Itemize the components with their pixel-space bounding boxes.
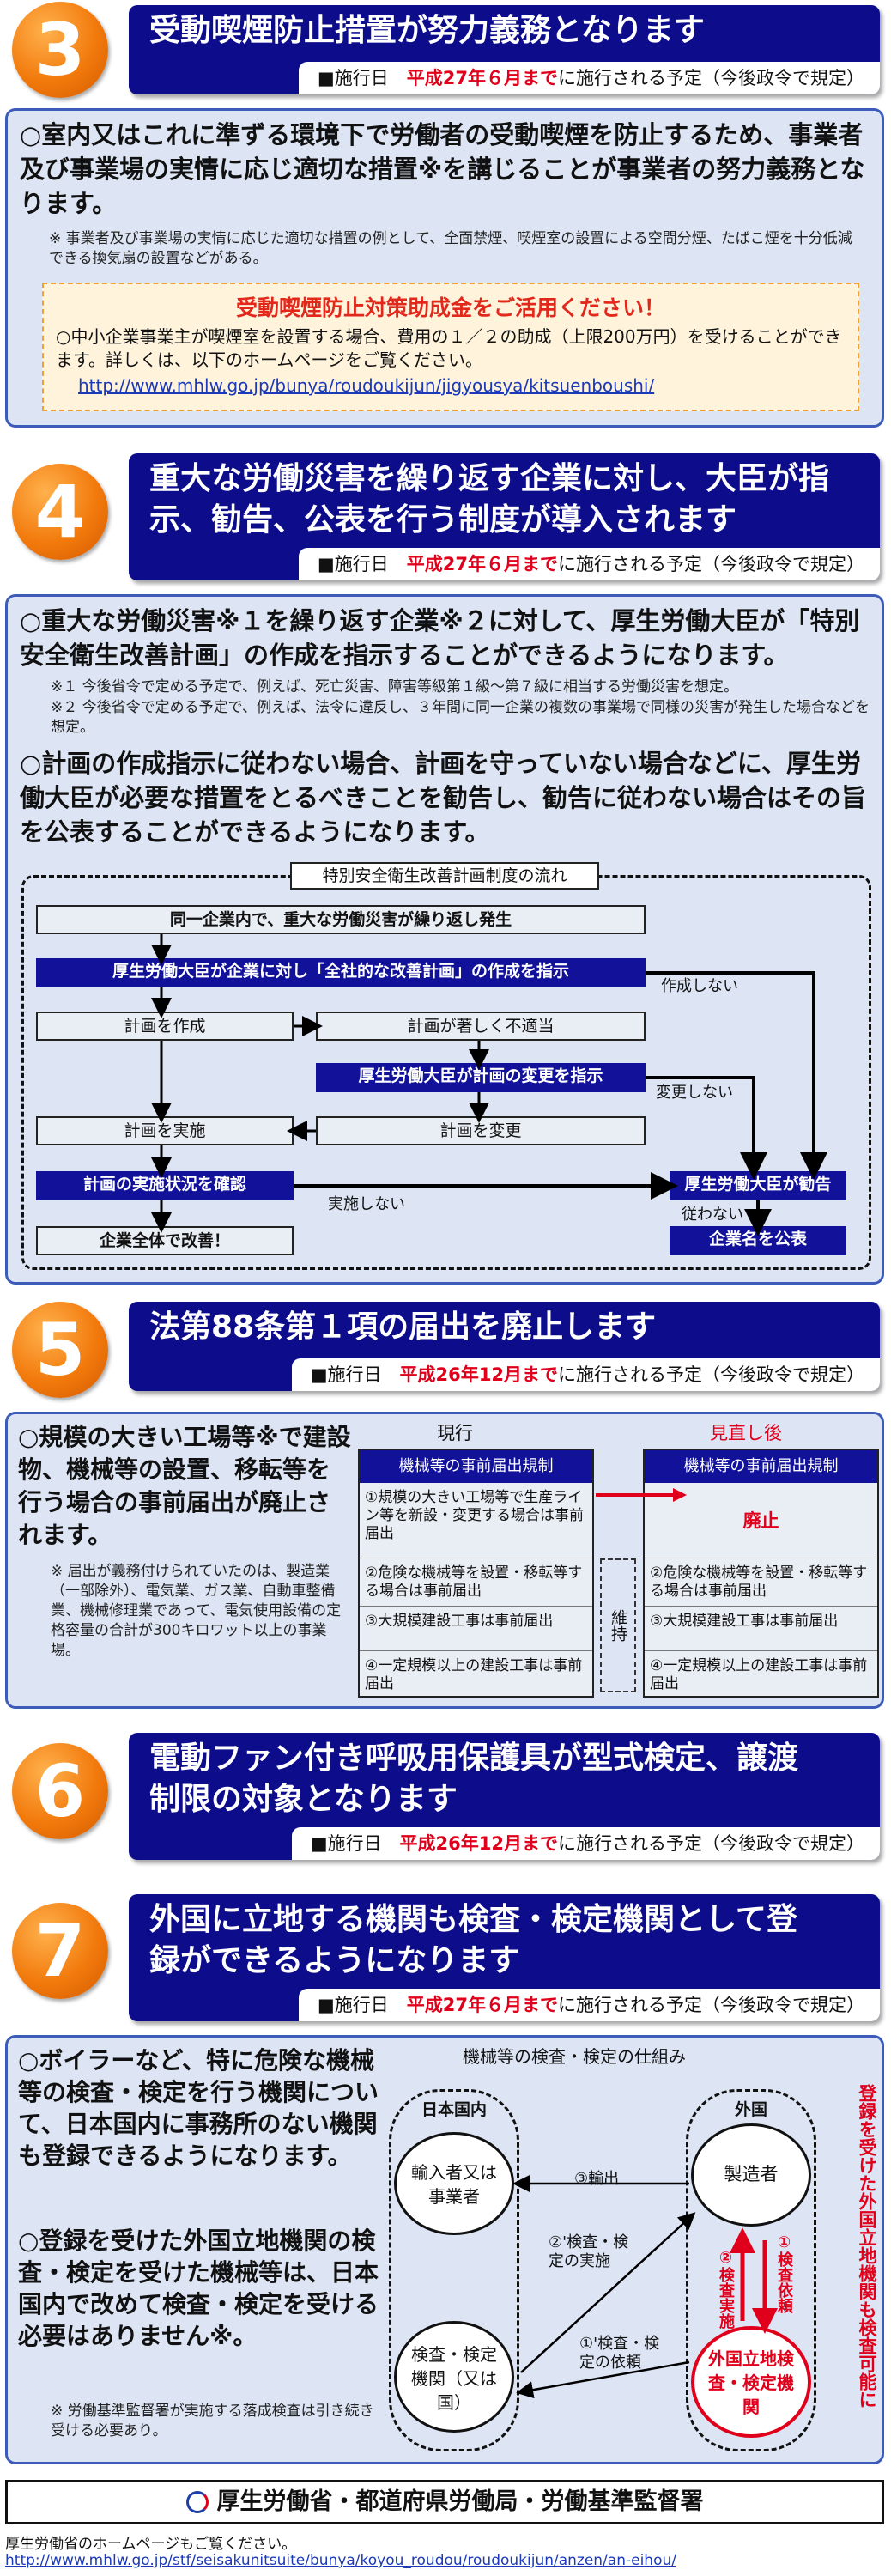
inspector-node: 検査・検定機関（又は国） — [394, 2321, 514, 2433]
flow-b5: 厚生労働大臣が計画の変更を指示 — [316, 1063, 646, 1092]
section-3-title: 受動喫煙防止措置が努力義務となります — [149, 13, 705, 48]
revised-label: 見直し後 — [710, 1423, 782, 1443]
subsidy-title: 受動喫煙防止対策助成金をご活用ください！ — [235, 295, 665, 320]
ministry-logo — [185, 2491, 209, 2513]
footer-hp: 厚生労働省のホームページもご覧ください。 — [5, 2536, 297, 2553]
current-table: 機械等の事前届出規制 ①規模の大きい工場等で生産ライン等を新設・変更する場合は事… — [358, 1449, 594, 1698]
footer-org-box: 厚生労働省・都道府県労働局・労働基準監督署 — [5, 2480, 884, 2524]
subsidy-link[interactable]: http://www.mhlw.go.jp/bunya/roudoukijun/… — [78, 375, 655, 396]
section-5-body: ○規模の大きい工場等※で建設物、機械等の設置、移転等を行う場合の事前届出が廃止さ… — [18, 1423, 351, 1549]
foreign-area: 外国 — [686, 2089, 816, 2451]
flow-arrows — [151, 934, 827, 1236]
section-5-note: ※ 届出が義務付けられていたのは、製造業（一部除外）、電気業、ガス業、自動車整備… — [51, 1563, 342, 1659]
section-6-number: 6 — [12, 1743, 108, 1839]
section-7-number: 7 — [12, 1903, 108, 1999]
section-5-panel: ○規模の大きい工場等※で建設物、機械等の設置、移転等を行う場合の事前届出が廃止さ… — [5, 1412, 884, 1709]
current-row-2: ②危険な機械等を設置・移転等する場合は事前届出 — [360, 1562, 592, 1607]
subsidy-body: ○中小企業事業主が喫煙室を設置する場合、費用の１／２の助成（上限200万円）を受… — [56, 326, 842, 370]
section-4-schedule: ■施行日 平成27年６月までに施行される予定（今後政令で規定） — [298, 548, 880, 580]
section-7-body-1: ○ボイラーなど、特に危険な機械等の検査・検定を行う機関について、日本国内に事務所… — [18, 2046, 379, 2170]
red-inspect-request: ①検査依頼 — [775, 2233, 793, 2313]
flow-label-not-obey: 従わない — [682, 1206, 743, 1224]
section-4-body-2: ○計画の作成指示に従わない場合、計画を守っていない場合などに、厚生労働大臣が必要… — [20, 749, 867, 847]
section-3-schedule: ■施行日 平成27年６月までに施行される予定（今後政令で規定） — [298, 62, 880, 94]
section-6-title: 電動ファン付き呼吸用保護具が型式検定、譲渡制限の対象となります — [149, 1741, 799, 1817]
section-7-schedule: ■施行日 平成27年６月までに施行される予定（今後政令で規定） — [298, 1989, 880, 2021]
section-7-banner: 外国に立地する機関も検査・検定機関として登録ができるようになります ■施行日 平… — [129, 1894, 880, 2021]
footer-link[interactable]: http://www.mhlw.go.jp/stf/seisakunitsuit… — [5, 2552, 676, 2569]
importer-node: 輸入者又は事業者 — [394, 2132, 514, 2235]
revised-table: 機械等の事前届出規制 廃止 ②危険な機械等を設置・移転等する場合は事前届出 ③大… — [643, 1449, 879, 1698]
flow-b2: 厚生労働大臣が企業に対し「全社的な改善計画」の作成を指示 — [36, 958, 646, 987]
section-3-number: 3 — [12, 2, 108, 98]
section-3-note: ※ 事業者及び事業場の実情に応じた適切な措置の例として、全面禁煙、喫煙室の設置に… — [49, 230, 852, 267]
section-7-panel: ○ボイラーなど、特に危険な機械等の検査・検定を行う機関について、日本国内に事務所… — [5, 2035, 884, 2464]
section-4-banner: 重大な労働災害を繰り返す企業に対し、大臣が指示、勧告、公表を行う制度が導入されま… — [129, 453, 880, 580]
section-4-body-1: ○重大な労働災害※１を繰り返す企業※２に対して、厚生労働大臣が「特別安全衛生改善… — [20, 606, 860, 670]
current-row-1: ①規模の大きい工場等で生産ライン等を新設・変更する場合は事前届出 — [360, 1486, 592, 1558]
current-table-head: 機械等の事前届出規制 — [360, 1450, 592, 1483]
section-3-banner: 受動喫煙防止措置が努力義務となります ■施行日 平成27年６月までに施行される予… — [129, 5, 880, 94]
maker-node: 製造者 — [691, 2123, 811, 2227]
footer-org: 厚生労働省・都道府県労働局・労働基準監督署 — [216, 2488, 704, 2515]
flow-label-not-implement: 実施しない — [328, 1195, 405, 1213]
section-7-body-2: ○登録を受けた外国立地機関の検査・検定を受けた機械等は、日本国内で改めて検査・検… — [18, 2227, 379, 2350]
section-7-title: 外国に立地する機関も検査・検定機関として登録ができるようになります — [149, 1902, 797, 1978]
section-3-panel: ○室内又はこれに準ずる環境下で労働者の受動喫煙を防止するため、事業者及び事業場の… — [5, 108, 884, 428]
revised-row-3: ③大規模建設工事は事前届出 — [645, 1610, 877, 1651]
flow-b7: 計画を変更 — [316, 1116, 646, 1145]
domestic-area: 日本国内 — [389, 2089, 519, 2451]
section-4-number: 4 — [12, 464, 108, 560]
flow-b10: 企業全体で改善！ — [36, 1226, 294, 1255]
maintain-label: 維持 — [600, 1558, 636, 1692]
foreign-registration-note: 登録を受けた外国立地機関も検査可能に — [857, 2084, 877, 2409]
edge-request: ①'検査・検定の依頼 — [579, 2335, 660, 2372]
foreign-label: 外国 — [734, 2100, 767, 2119]
flow-chart: 特別安全衛生改善計画制度の流れ 同一企業内で、重大な労働災害が繰り返し発生 厚生… — [21, 862, 871, 1270]
flow-label-not-create: 作成しない — [661, 977, 738, 995]
section-6-banner: 電動ファン付き呼吸用保護具が型式検定、譲渡制限の対象となります ■施行日 平成2… — [129, 1733, 880, 1860]
section-5-schedule: ■施行日 平成26年12月までに施行される予定（今後政令で規定） — [291, 1358, 880, 1391]
diagram-title: 機械等の検査・検定の仕組み — [463, 2046, 686, 2067]
section-4-note-2: ※２ 今後省令で定める予定で、例えば、法令に違反し、３年間に同一企業の複数の事業… — [51, 699, 870, 736]
subsidy-box: 受動喫煙防止対策助成金をご活用ください！ ○中小企業事業主が喫煙室を設置する場合… — [42, 283, 859, 411]
revised-table-head: 機械等の事前届出規制 — [645, 1450, 877, 1483]
diagram-arrows — [512, 2175, 778, 2399]
edge-inspect: ②'検査・検定の実施 — [549, 2233, 629, 2270]
current-row-3: ③大規模建設工事は事前届出 — [360, 1610, 592, 1651]
revised-row-2: ②危険な機械等を設置・移転等する場合は事前届出 — [645, 1562, 877, 1607]
section-5-number: 5 — [12, 1302, 108, 1398]
flow-label-not-change: 変更しない — [656, 1084, 733, 1102]
flow-b4: 計画が著しく不適当 — [316, 1012, 646, 1041]
foreign-org-node: 外国立地検査・検定機関 — [691, 2326, 811, 2438]
section-5-banner: 法第88条第１項の届出を廃止します ■施行日 平成26年12月までに施行される予… — [129, 1302, 880, 1391]
domestic-label: 日本国内 — [421, 2100, 487, 2119]
section-4-title: 重大な労働災害を繰り返す企業に対し、大臣が指示、勧告、公表を行う制度が導入されま… — [149, 461, 830, 538]
section-6-schedule: ■施行日 平成26年12月までに施行される予定（今後政令で規定） — [291, 1827, 880, 1860]
section-5-title: 法第88条第１項の届出を廃止します — [149, 1309, 657, 1345]
section-7-note: ※ 労働基準監督署が実施する落成検査は引き続き受ける必要あり。 — [51, 2403, 374, 2439]
abolish-arrow — [596, 1488, 687, 1502]
red-inspect-done: ②検査実施 — [717, 2249, 735, 2329]
current-row-4: ④一定規模以上の建設工事は事前届出 — [365, 1657, 583, 1692]
current-label: 現行 — [437, 1423, 473, 1443]
revised-row-1: 廃止 — [645, 1486, 877, 1558]
flow-title: 特別安全衛生改善計画制度の流れ — [290, 862, 599, 890]
edge-export: ③輸出 — [574, 2170, 620, 2188]
revised-row-4: ④一定規模以上の建設工事は事前届出 — [650, 1657, 868, 1692]
section-3-body: ○室内又はこれに準ずる環境下で労働者の受動喫煙を防止するため、事業者及び事業場の… — [20, 120, 865, 218]
section-4-note-1: ※１ 今後省令で定める予定で、例えば、死亡災害、障害等級第１級～第７級に相当する… — [51, 678, 738, 696]
section-4-panel: ○重大な労働災害※１を繰り返す企業※２に対して、厚生労働大臣が「特別安全衛生改善… — [5, 594, 884, 1285]
flow-b1: 同一企業内で、重大な労働災害が繰り返し発生 — [36, 905, 646, 934]
